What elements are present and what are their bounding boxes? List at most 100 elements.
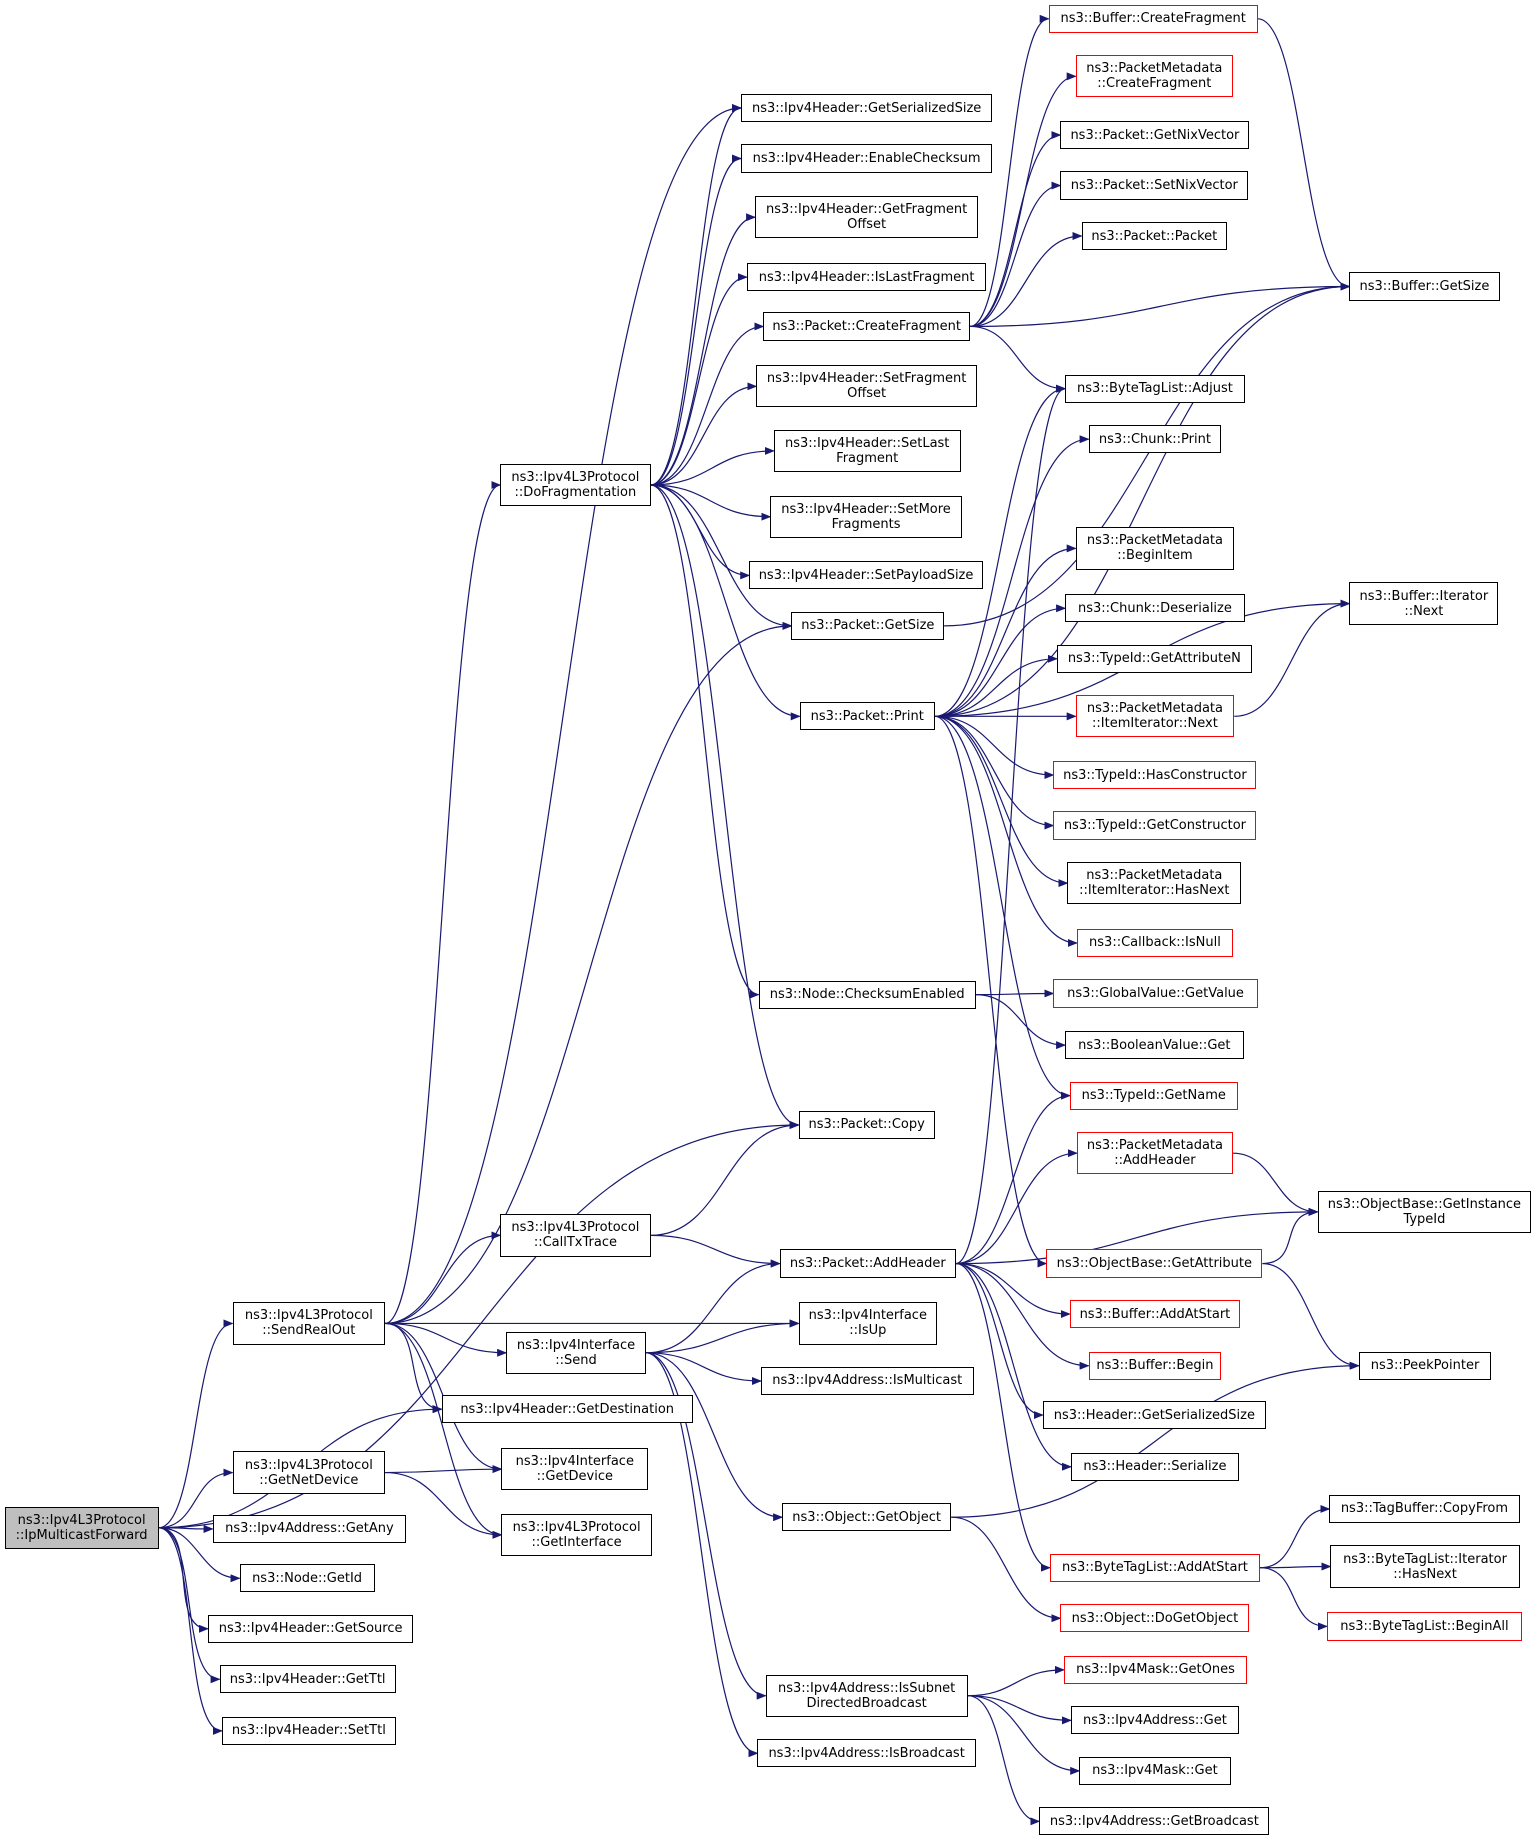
node-label-line: ns3::PacketMetadata <box>1086 533 1223 549</box>
graph-node[interactable]: ns3::Ipv4L3Protocol::DoFragmentation <box>500 463 651 507</box>
graph-node[interactable]: ns3::Ipv4Address::Get <box>1070 1706 1239 1735</box>
graph-node[interactable]: ns3::Ipv4Header::IsLastFragment <box>746 263 987 292</box>
graph-node[interactable]: ns3::Ipv4Header::GetTtl <box>219 1665 396 1694</box>
graph-node[interactable]: ns3::ByteTagList::Iterator::HasNext <box>1330 1545 1520 1588</box>
node-label-line: ns3::Buffer::GetSize <box>1359 279 1490 295</box>
graph-node[interactable]: ns3::Ipv4Header::GetDestination <box>441 1395 693 1424</box>
graph-node[interactable]: ns3::Ipv4Interface::Send <box>506 1331 646 1374</box>
graph-node[interactable]: ns3::Ipv4L3Protocol::GetInterface <box>501 1513 652 1556</box>
call-edge <box>969 131 1062 328</box>
node-label-line: ::Next <box>1404 603 1444 619</box>
node-label-line: ::SendRealOut <box>262 1323 356 1339</box>
graph-node[interactable]: ns3::Ipv4Header::SetTtl <box>221 1716 396 1746</box>
graph-node[interactable]: ns3::Chunk::Deserialize <box>1065 594 1245 623</box>
node-label-line: ns3::Ipv4Header::SetMore <box>781 501 951 517</box>
call-edge <box>955 1262 1072 1471</box>
edge-layer <box>158 14 1360 1826</box>
graph-node[interactable]: ns3::Ipv4L3Protocol::SendRealOut <box>232 1302 386 1345</box>
graph-node[interactable]: ns3::Ipv4L3Protocol::CallTxTrace <box>500 1214 651 1257</box>
graph-node[interactable]: ns3::Ipv4Header::GetSerializedSize <box>740 93 993 123</box>
node-label-line: ns3::Ipv4Address::IsMulticast <box>772 1373 963 1389</box>
node-label-line: ns3::ObjectBase::GetAttribute <box>1056 1256 1253 1272</box>
call-edge <box>158 1527 221 1684</box>
graph-node[interactable]: ns3::Packet::Print <box>799 702 935 731</box>
graph-node[interactable]: ns3::Buffer::AddAtStart <box>1069 1299 1241 1329</box>
graph-node[interactable]: ns3::Ipv4Interface::IsUp <box>798 1302 938 1345</box>
node-label-line: ns3::PacketMetadata <box>1086 868 1223 884</box>
graph-node[interactable]: ns3::PacketMetadata::ItemIterator::Next <box>1075 695 1235 738</box>
call-edge <box>650 213 757 486</box>
graph-node[interactable]: ns3::Ipv4Header::GetSource <box>207 1614 414 1643</box>
call-edge <box>967 1695 1081 1775</box>
graph-node[interactable]: ns3::ObjectBase::GetAttribute <box>1046 1249 1263 1278</box>
graph-node[interactable]: ns3::Chunk::Print <box>1088 425 1222 454</box>
graph-node[interactable]: ns3::Ipv4L3Protocol::IpMulticastForward <box>4 1506 159 1549</box>
call-edge <box>650 382 758 486</box>
graph-node[interactable]: ns3::TypeId::GetName <box>1069 1081 1238 1110</box>
graph-node[interactable]: ns3::Buffer::GetSize <box>1349 272 1500 301</box>
graph-node[interactable]: ns3::Packet::CreateFragment <box>763 312 970 341</box>
graph-node[interactable]: ns3::Object::DoGetObject <box>1060 1604 1250 1633</box>
graph-node[interactable]: ns3::PeekPointer <box>1358 1351 1492 1380</box>
graph-node[interactable]: ns3::TypeId::GetAttributeN <box>1056 644 1252 673</box>
graph-node[interactable]: ns3::Header::GetSerializedSize <box>1042 1400 1266 1430</box>
call-edge <box>650 104 742 486</box>
graph-node[interactable]: ns3::Packet::GetSize <box>791 611 945 640</box>
graph-node[interactable]: ns3::PacketMetadata::AddHeader <box>1076 1132 1234 1175</box>
graph-node[interactable]: ns3::Buffer::Begin <box>1088 1351 1222 1380</box>
graph-node[interactable]: ns3::Ipv4Address::GetAny <box>212 1514 407 1544</box>
graph-node[interactable]: ns3::Ipv4Address::IsBroadcast <box>757 1739 976 1768</box>
graph-node[interactable]: ns3::Header::Serialize <box>1070 1452 1239 1481</box>
call-edge <box>650 1121 800 1236</box>
node-label-line: ns3::Ipv4Address::GetAny <box>225 1521 394 1537</box>
node-label-line: ns3::Packet::GetSize <box>801 618 935 634</box>
graph-node[interactable]: ns3::Ipv4Address::GetBroadcast <box>1039 1807 1270 1836</box>
call-edge <box>955 1262 1044 1420</box>
graph-node[interactable]: ns3::Object::GetObject <box>782 1503 952 1532</box>
graph-node[interactable]: ns3::PacketMetadata::BeginItem <box>1075 527 1235 570</box>
call-edge <box>951 1516 1062 1623</box>
graph-node[interactable]: ns3::Callback::IsNull <box>1076 928 1234 958</box>
graph-node[interactable]: ns3::Packet::Copy <box>798 1110 935 1140</box>
graph-node[interactable]: ns3::Ipv4Address::IsMulticast <box>760 1366 974 1396</box>
graph-node[interactable]: ns3::Packet::SetNixVector <box>1060 171 1249 200</box>
graph-node[interactable]: ns3::Buffer::Iterator::Next <box>1349 582 1499 625</box>
graph-node[interactable]: ns3::Packet::AddHeader <box>779 1249 956 1278</box>
graph-node[interactable]: ns3::TypeId::HasConstructor <box>1053 760 1257 790</box>
graph-node[interactable]: ns3::Ipv4Header::EnableChecksum <box>740 144 993 173</box>
call-edge <box>934 604 1067 717</box>
graph-node[interactable]: ns3::ByteTagList::AddAtStart <box>1049 1553 1261 1582</box>
graph-node[interactable]: ns3::Packet::GetNixVector <box>1060 120 1250 150</box>
node-label-line: ns3::GlobalValue::GetValue <box>1067 985 1244 1001</box>
graph-node[interactable]: ns3::TagBuffer::CopyFrom <box>1329 1494 1520 1524</box>
graph-node[interactable]: ns3::Ipv4Interface::GetDevice <box>501 1447 649 1491</box>
graph-node[interactable]: ns3::Ipv4Mask::Get <box>1079 1756 1231 1785</box>
graph-node[interactable]: ns3::Ipv4Mask::GetOnes <box>1063 1655 1248 1684</box>
graph-node[interactable]: ns3::ByteTagList::BeginAll <box>1326 1612 1522 1641</box>
graph-node[interactable]: ns3::Ipv4L3Protocol::GetNetDevice <box>232 1451 386 1494</box>
call-edge <box>645 1259 781 1354</box>
graph-node[interactable]: ns3::Ipv4Header::SetPayloadSize <box>749 561 983 590</box>
graph-node[interactable]: ns3::Node::ChecksumEnabled <box>758 980 976 1009</box>
call-edge <box>1262 1262 1360 1370</box>
node-label-line: ns3::Node::ChecksumEnabled <box>769 987 965 1003</box>
call-edge <box>158 1527 241 1583</box>
graph-node[interactable]: ns3::PacketMetadata::ItemIterator::HasNe… <box>1067 861 1242 905</box>
graph-node[interactable]: ns3::ByteTagList::Adjust <box>1065 374 1245 403</box>
graph-node[interactable]: ns3::Node::GetId <box>239 1564 375 1593</box>
graph-node[interactable]: ns3::Packet::Packet <box>1081 221 1228 251</box>
call-edge <box>1234 599 1351 717</box>
graph-node[interactable]: ns3::BooleanValue::Get <box>1065 1031 1244 1060</box>
graph-node[interactable]: ns3::PacketMetadata::CreateFragment <box>1075 55 1233 98</box>
graph-node[interactable]: ns3::TypeId::GetConstructor <box>1053 811 1257 840</box>
node-label-line: ns3::Object::DoGetObject <box>1071 1610 1239 1626</box>
graph-node[interactable]: ns3::GlobalValue::GetValue <box>1053 979 1258 1008</box>
graph-node[interactable]: ns3::Buffer::CreateFragment <box>1048 4 1258 33</box>
node-label-line: ns3::Ipv4Address::Get <box>1083 1712 1227 1728</box>
